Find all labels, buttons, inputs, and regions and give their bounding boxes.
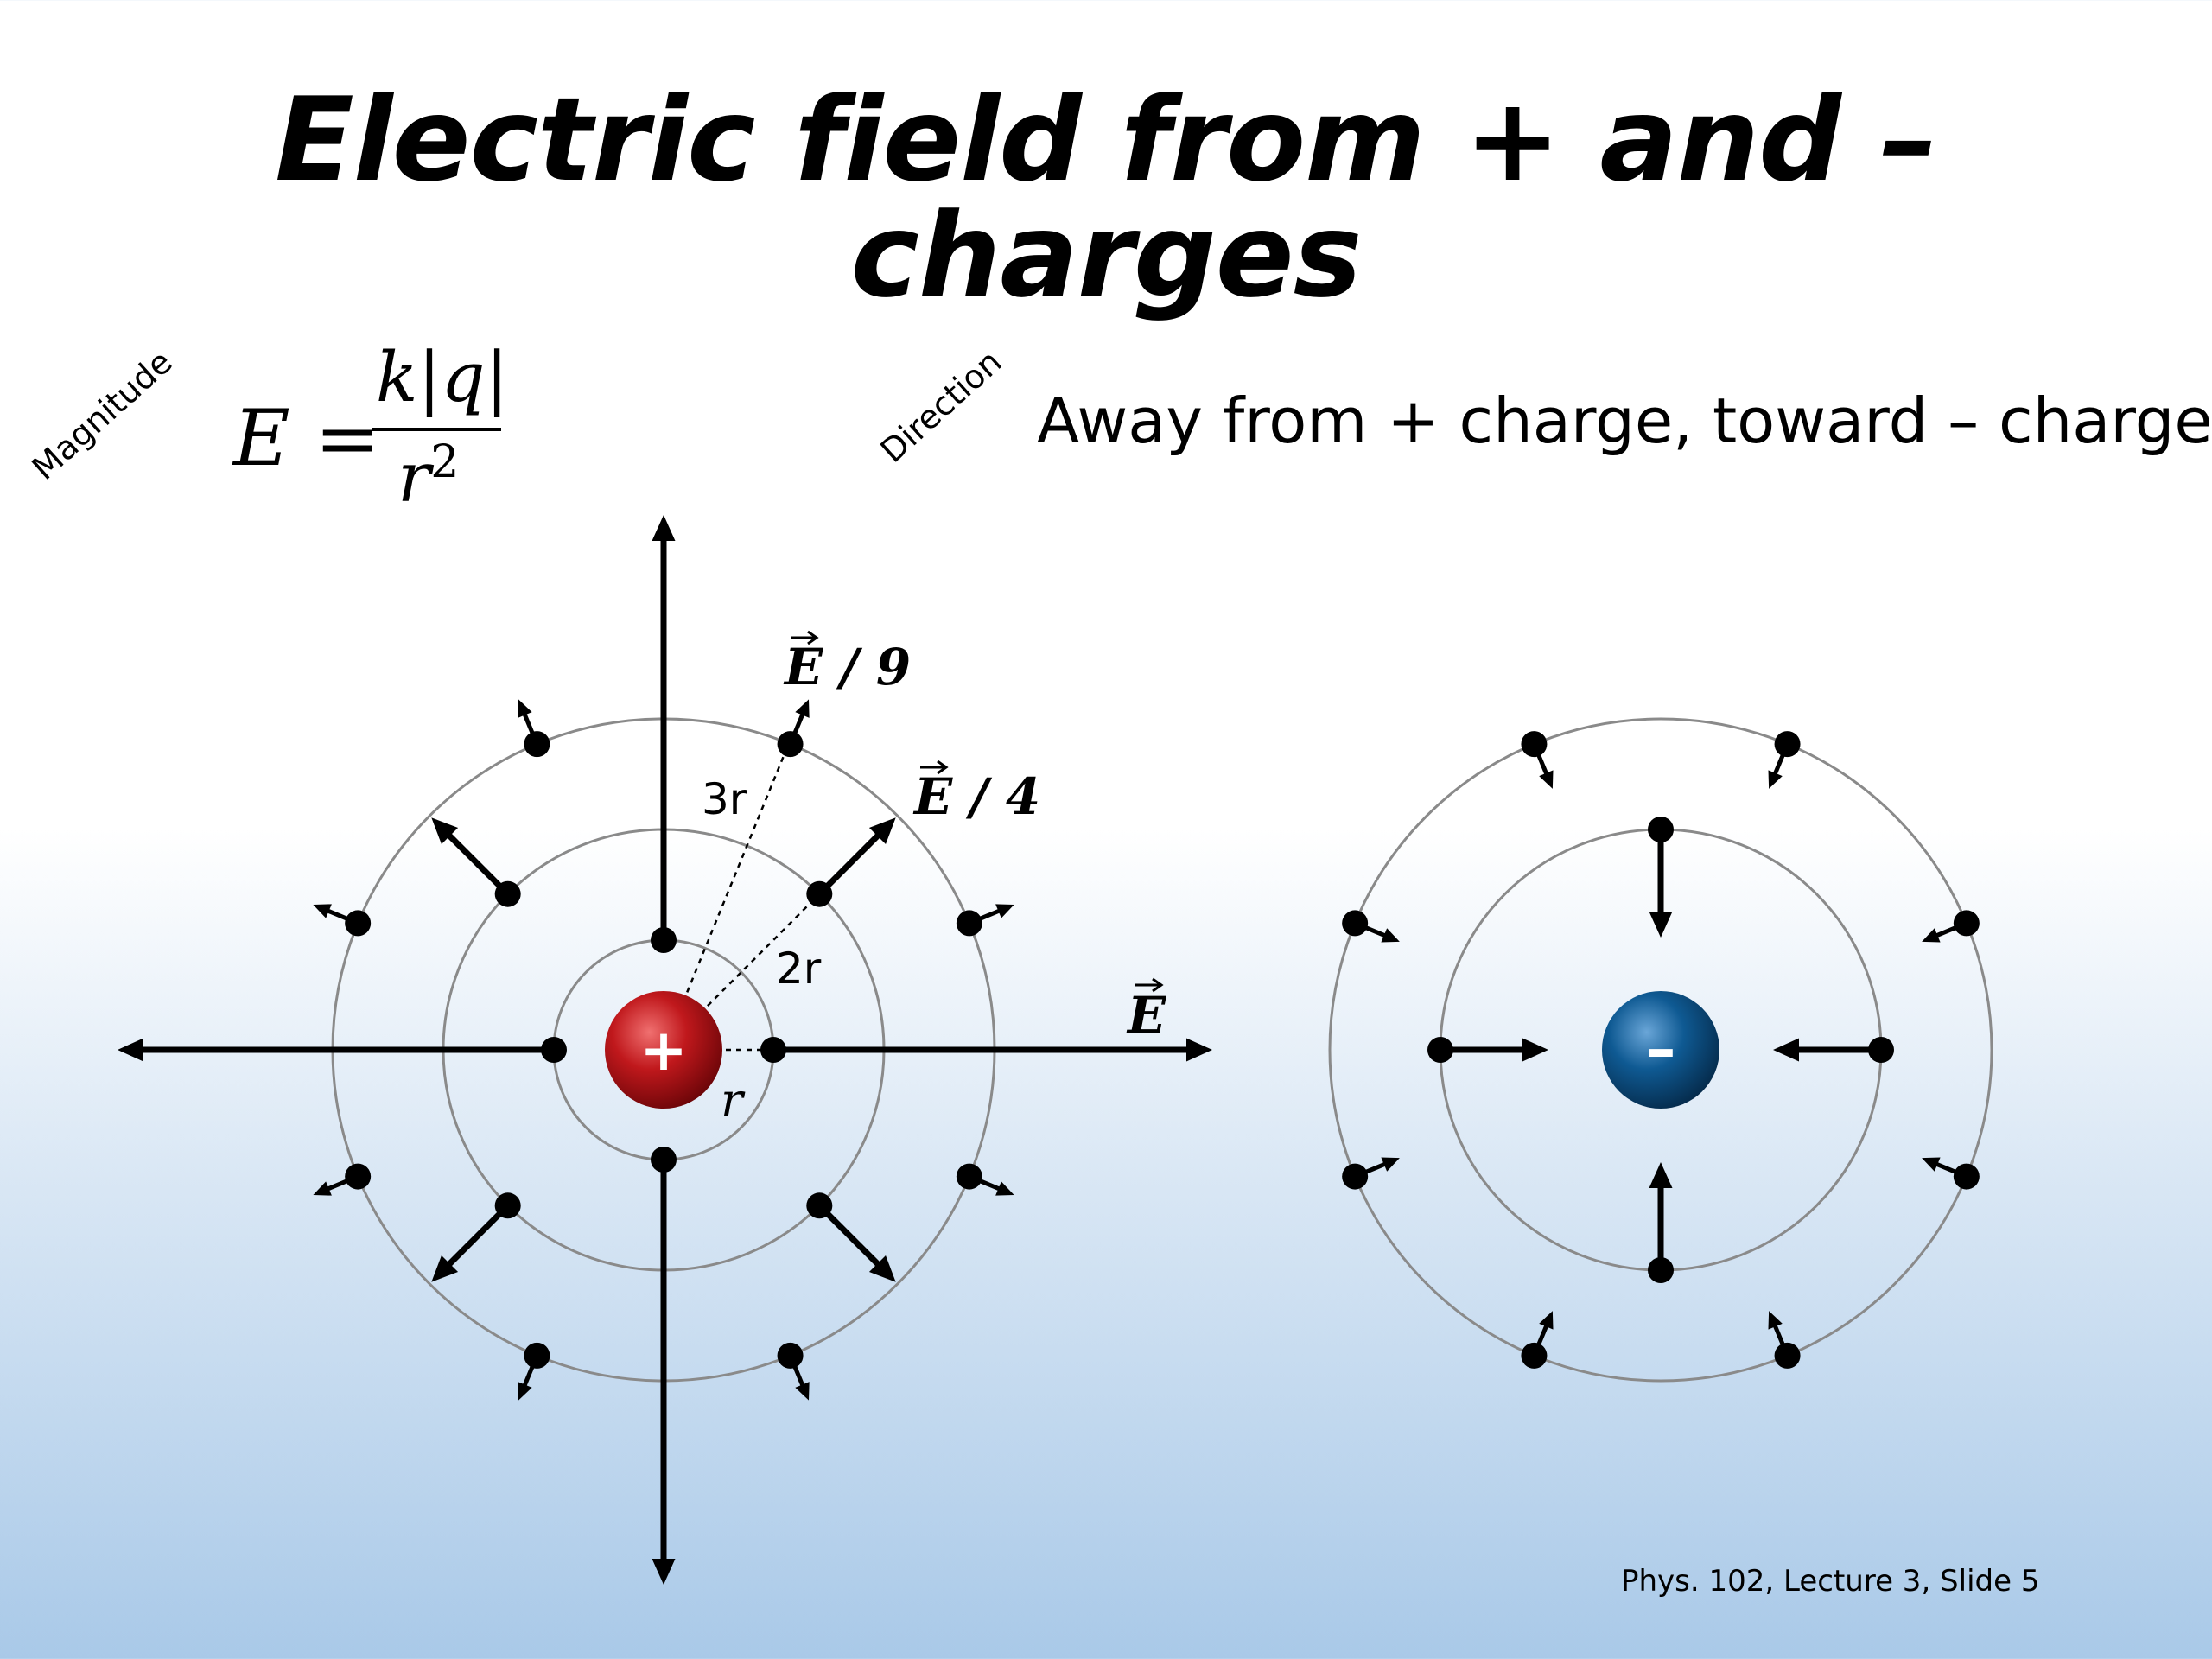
field-r-arrow-2-head	[652, 1559, 676, 1585]
vector-arrowhead-icon	[1152, 977, 1164, 993]
formula-denominator-base: r	[397, 436, 431, 518]
negative-charge-group: –	[1328, 717, 1993, 1382]
field-3r-arrow-3-head	[795, 1382, 810, 1401]
ring-outer	[1328, 717, 1993, 1382]
field-3r-arrow-7-shaft	[521, 710, 539, 746]
field-outer-arrow-4-head	[1539, 1311, 1554, 1330]
slide-footer: Phys. 102, Lecture 3, Slide 5	[1621, 1564, 2040, 1599]
field-3r-arrow-0-shaft	[788, 710, 806, 746]
positive-field-arrows	[118, 515, 1212, 1585]
field-3r-arrow-5-head	[313, 1181, 332, 1196]
formula-numerator: k|q|	[376, 337, 509, 417]
negative-field-arrows	[1342, 731, 1980, 1369]
formula-denominator: r2	[397, 436, 459, 518]
field-near-text: E	[1126, 986, 1166, 1045]
formula-lhs: E =	[233, 393, 380, 484]
field-2r-arrow-3-shaft	[817, 1203, 884, 1270]
label-3r: 3r	[702, 774, 747, 824]
field-outer-arrow-7-shaft	[1532, 743, 1550, 778]
field-3r-arrow-6-shaft	[324, 907, 359, 925]
field-outer-arrow-0-shaft	[1771, 743, 1789, 778]
field-3r-arrow-0-head	[795, 699, 810, 718]
formula-exponent: 2	[430, 436, 460, 488]
formula-fraction-bar	[372, 428, 501, 431]
label-2r: 2r	[776, 944, 822, 994]
field-outer-arrow-2-head	[1922, 1157, 1941, 1172]
field-outer-arrow-6-shaft	[1354, 921, 1389, 939]
field-3r-arrow-4-shaft	[521, 1354, 539, 1389]
field-3r-arrow-1-shaft	[968, 907, 1003, 925]
field-2r-arrow-1-head	[431, 817, 459, 845]
field-2r-arrow-0-shaft	[817, 830, 884, 897]
field-3r-arrow-6-head	[313, 904, 332, 918]
field-outer-arrow-4-shaft	[1532, 1322, 1550, 1357]
field-2r-arrow-2-head	[431, 1255, 459, 1282]
field-outer-arrow-1-shaft	[1933, 921, 1967, 939]
field-outer-arrow-5-head	[1381, 1157, 1400, 1172]
positive-charge-group: + 3r 2r r E E / 4 E / 9	[118, 515, 1212, 1585]
label-field-far: E / 9	[783, 630, 911, 696]
field-inner-arrow-1-head	[1773, 1038, 1799, 1062]
field-3r-arrow-3-shaft	[788, 1354, 806, 1389]
negative-charge-symbol: –	[1646, 1014, 1676, 1084]
positive-charge-symbol: +	[639, 1017, 687, 1084]
label-field-near: E	[1126, 977, 1166, 1045]
field-3r-arrow-4-head	[518, 1382, 532, 1401]
field-inner-arrow-3-head	[1522, 1038, 1548, 1062]
field-outer-arrow-6-head	[1381, 928, 1400, 943]
field-3r-arrow-2-head	[995, 1181, 1014, 1196]
label-field-mid: E / 4	[912, 760, 1040, 826]
negative-charge	[1602, 991, 1719, 1109]
vector-arrowhead-icon	[807, 630, 819, 645]
field-outer-arrow-1-head	[1922, 928, 1941, 943]
field-outer-arrow-2-shaft	[1933, 1160, 1967, 1179]
direction-description: Away from + charge, toward – charge	[1037, 385, 2212, 457]
field-far-text: E / 9	[783, 638, 911, 696]
field-r-arrow-1-head	[1186, 1038, 1212, 1062]
slide-title: Electric field from + and – charges	[275, 73, 1938, 323]
field-outer-arrow-3-shaft	[1771, 1322, 1789, 1357]
field-r-arrow-0-head	[652, 515, 676, 541]
field-3r-arrow-5-shaft	[324, 1174, 359, 1192]
field-outer-arrow-7-head	[1539, 770, 1554, 789]
field-outer-arrow-0-head	[1768, 770, 1783, 789]
label-r: r	[721, 1073, 746, 1128]
field-3r-arrow-2-shaft	[968, 1174, 1003, 1192]
field-r-arrow-3-head	[118, 1038, 143, 1062]
positive-charge	[605, 991, 722, 1109]
field-inner-arrow-2-head	[1649, 1162, 1673, 1188]
field-2r-arrow-1-shaft	[443, 830, 511, 897]
field-outer-arrow-3-head	[1768, 1311, 1783, 1330]
field-2r-arrow-0-head	[868, 817, 896, 845]
field-2r-arrow-3-head	[868, 1255, 896, 1282]
field-outer-arrow-5-shaft	[1354, 1160, 1389, 1179]
field-inner-arrow-0-head	[1649, 912, 1673, 938]
field-3r-arrow-1-head	[995, 904, 1014, 918]
vector-arrowhead-icon	[937, 760, 949, 775]
field-2r-arrow-2-shaft	[443, 1203, 511, 1270]
field-3r-arrow-7-head	[518, 699, 532, 718]
field-mid-text: E / 4	[912, 767, 1040, 826]
